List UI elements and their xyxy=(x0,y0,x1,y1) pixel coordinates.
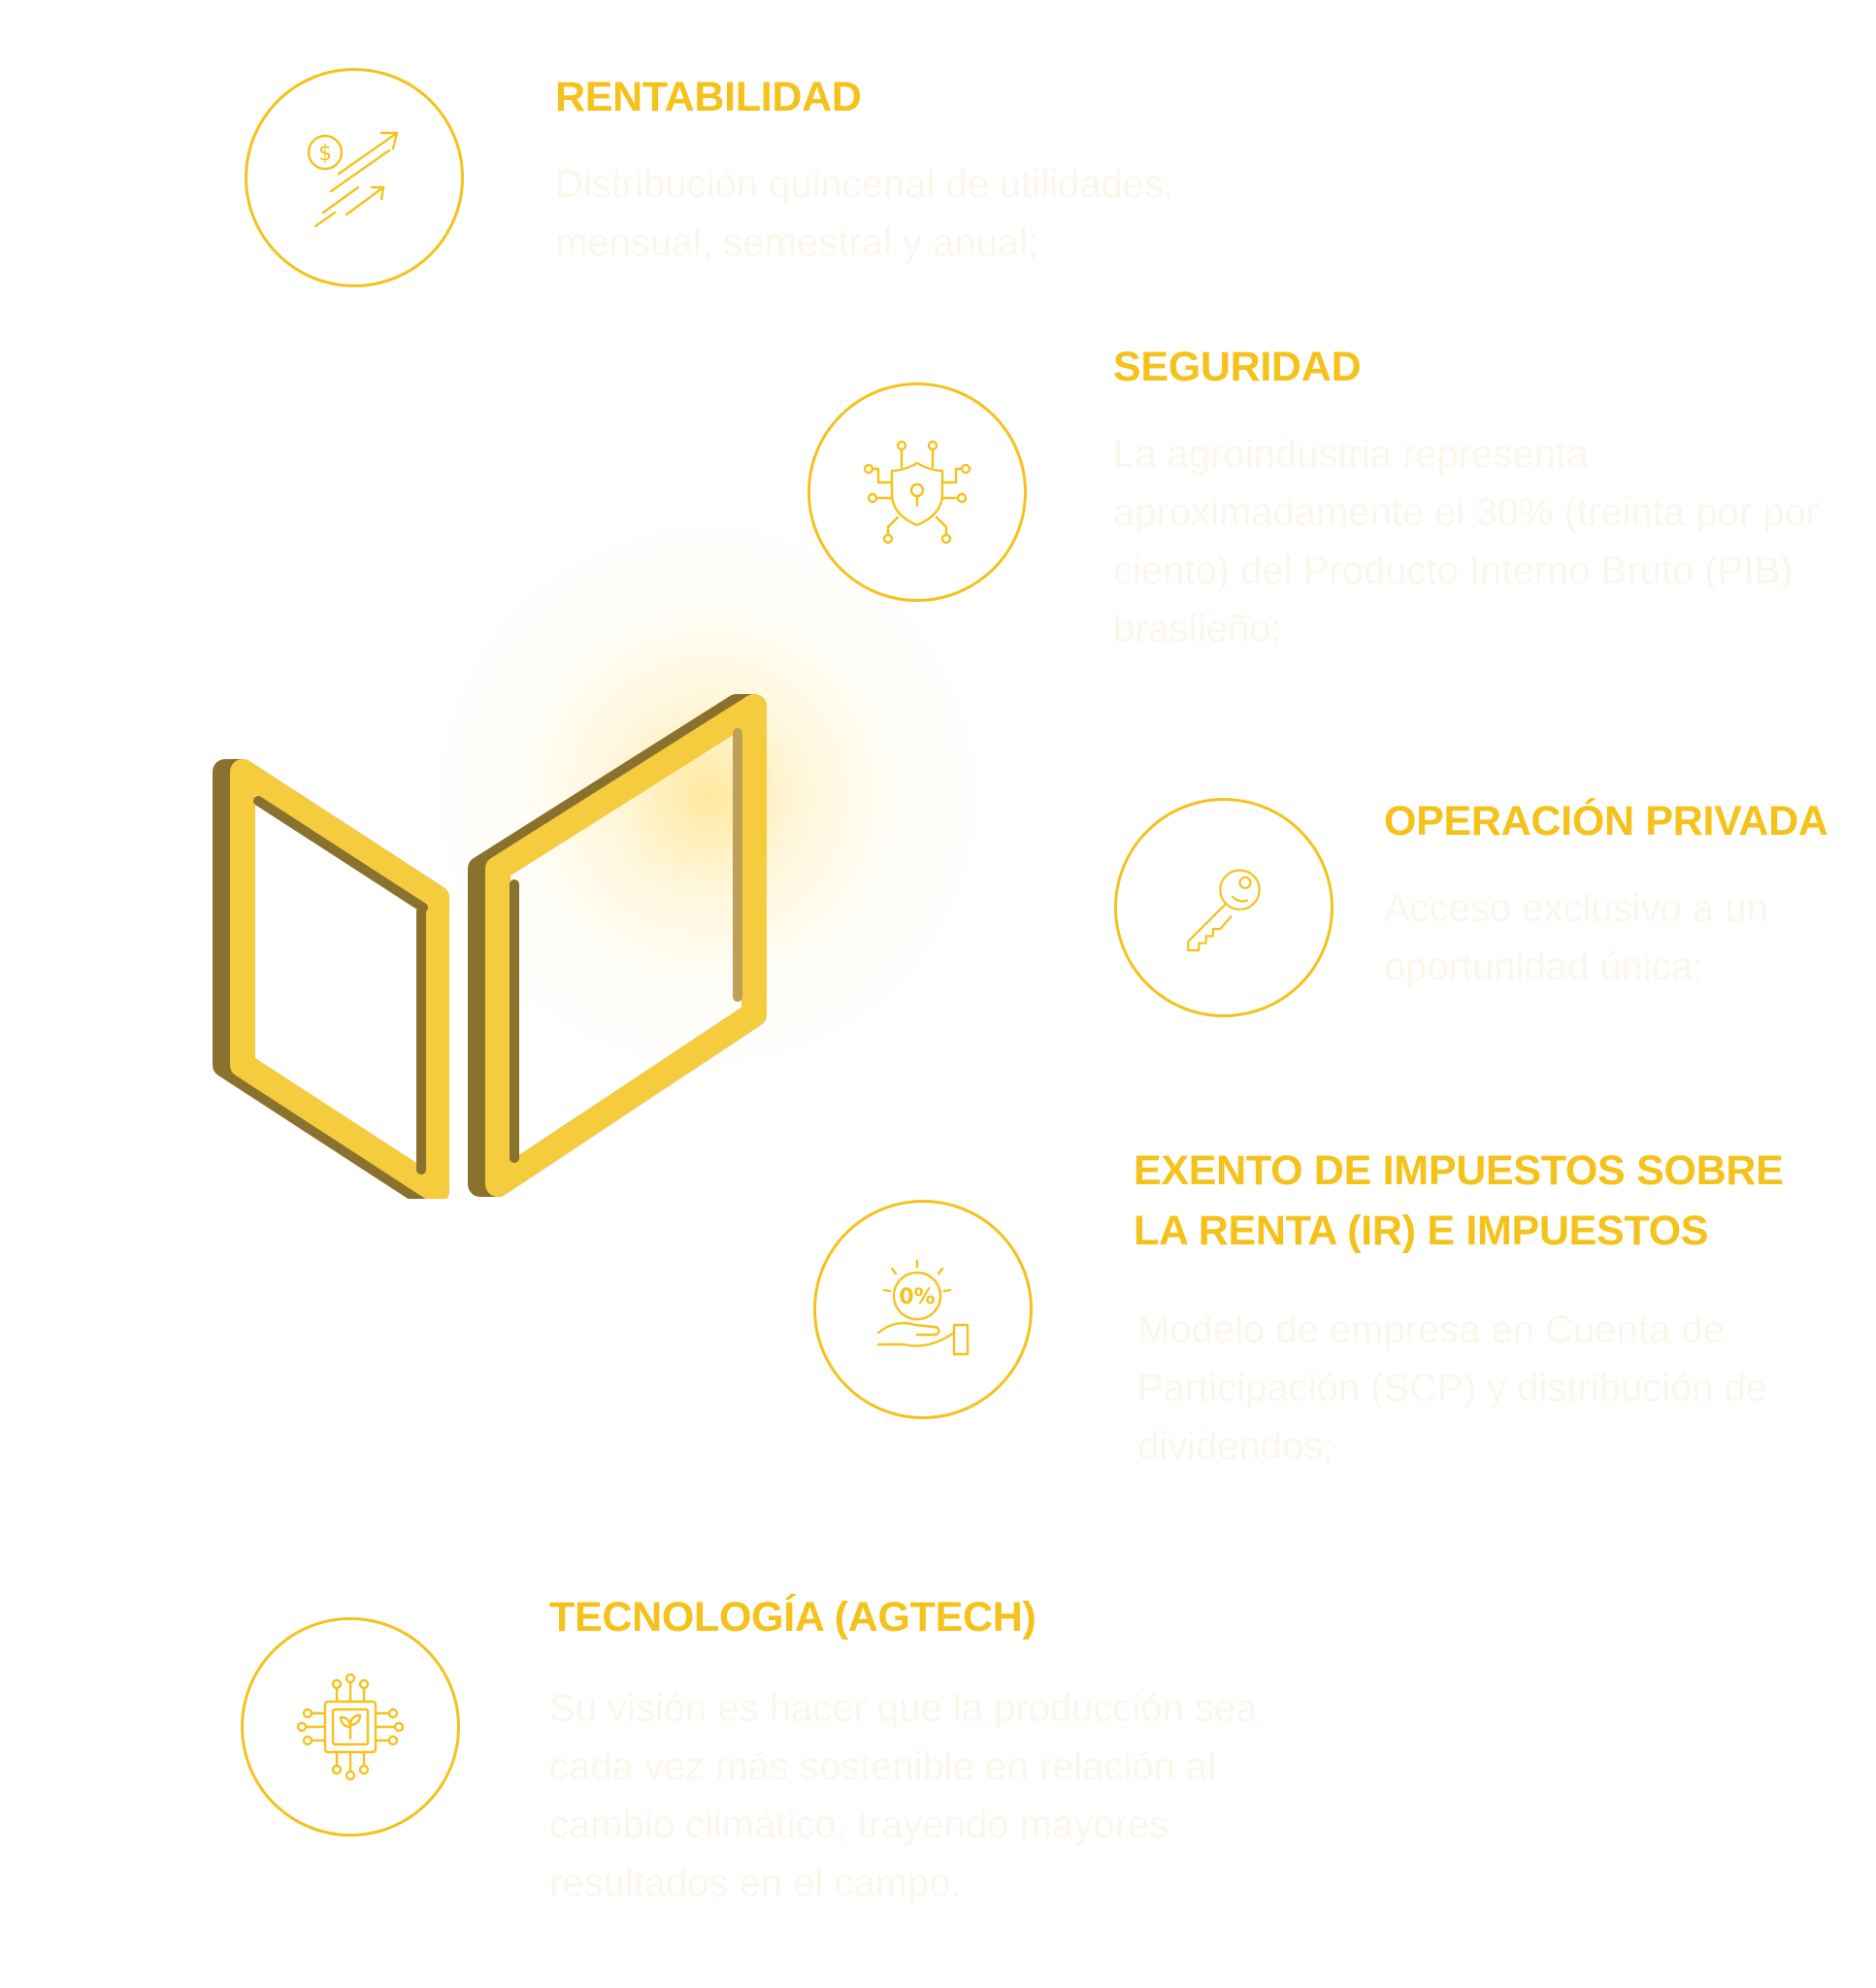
icon-circle xyxy=(1114,798,1333,1017)
right-frame-front xyxy=(485,694,767,1197)
svg-text:$: $ xyxy=(318,142,332,166)
feature-title-line1: EXENTO DE IMPUESTOS SOBRE xyxy=(1134,1147,1784,1194)
feature-title: TECNOLOGÍA (AGTECH) xyxy=(549,1594,1037,1640)
icon-circle xyxy=(807,382,1027,602)
security-shield-icon xyxy=(863,440,971,545)
feature-title: OPERACIÓN PRIVADA xyxy=(1384,798,1828,845)
icon-circle: 0% xyxy=(813,1200,1033,1419)
agtech-chip-icon xyxy=(296,1673,405,1781)
left-frame-front xyxy=(230,759,449,1199)
feature-description: Modelo de empresa en Cuenta de Participa… xyxy=(1137,1309,1768,1468)
feature-description: Distribución quincenal de utilidades, me… xyxy=(555,163,1175,264)
gold-frames-logo-icon xyxy=(213,694,767,1199)
feature-description: La agroindustria representa aproximadame… xyxy=(1113,433,1820,650)
icon-circle: $ xyxy=(245,68,464,287)
feature-description: Acceso exclusivo a un oportunidad única; xyxy=(1384,887,1768,988)
feature-title: SEGURIDAD xyxy=(1113,344,1362,390)
feature-title-line2: LA RENTA (IR) E IMPUESTOS xyxy=(1134,1208,1709,1254)
feature-title: RENTABILIDAD xyxy=(555,74,862,120)
svg-text:0%: 0% xyxy=(899,1285,935,1309)
key-icon xyxy=(1187,869,1261,952)
tax-exempt-icon: 0% xyxy=(876,1259,970,1356)
feature-description: Su visión es hacer que la producción sea… xyxy=(549,1687,1258,1905)
profit-growth-icon: $ xyxy=(307,131,399,228)
icon-circle xyxy=(241,1617,460,1837)
